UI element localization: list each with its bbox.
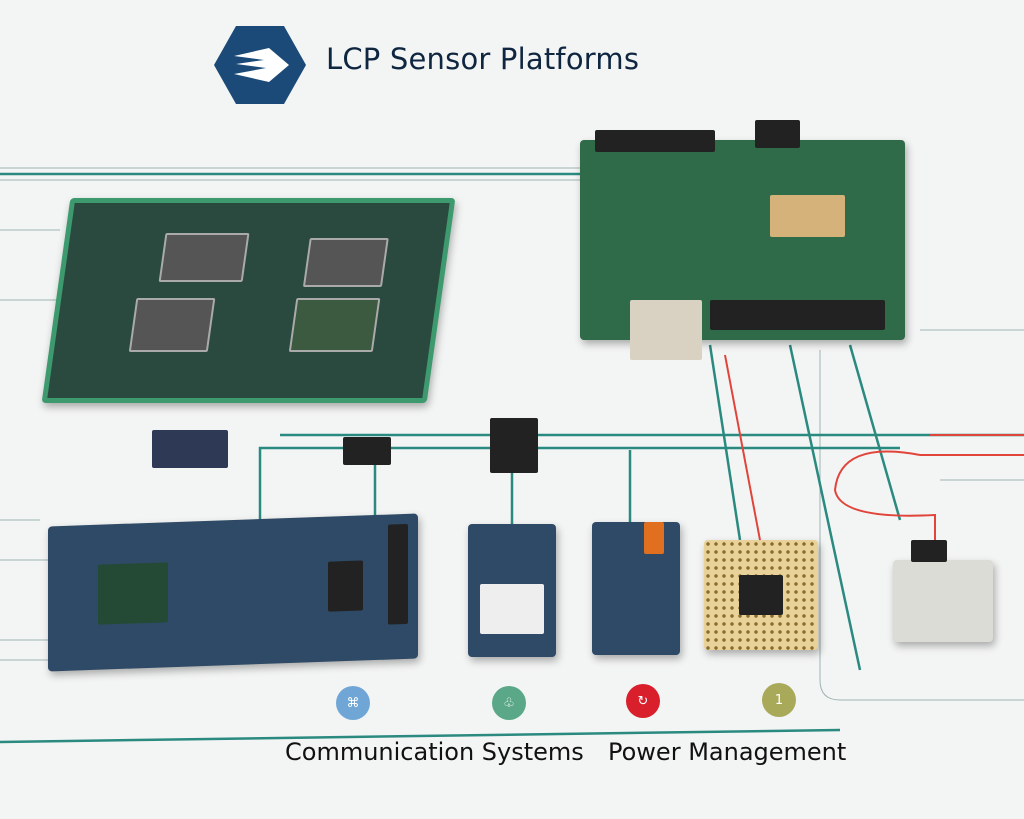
module-chip [98,562,168,625]
brand-name: LCP Sensor Platforms [326,42,640,76]
sensor-chip [128,298,216,352]
label-communication-systems: Communication Systems [285,738,584,766]
communication-pcb [48,513,418,672]
pin-header [710,300,885,330]
pin-header [388,523,408,625]
processor-chip [770,195,845,237]
bga-chip [739,575,783,615]
ic-chip [328,560,363,612]
header-connector [755,120,800,148]
gas-sensor-module [893,540,993,642]
power-cycle-icon: ↻ [626,684,660,718]
tree-icon: ♧ [492,686,526,720]
sensor-cap [911,540,947,562]
sensor-chip [302,238,389,287]
small-pcb-usb [468,524,556,657]
network-icon: ⌘ [336,686,370,720]
orange-switch [644,522,664,554]
header-connector [595,130,715,152]
main-controller-pcb [580,120,905,360]
sensor-module [630,300,702,360]
hexagon-logo-icon [214,26,306,104]
relay-component [343,437,391,465]
label-power-management: Power Management [608,738,847,766]
sensor-chip [158,233,250,282]
usb-connector [480,584,544,634]
number-icon: 1 [762,683,796,717]
connector-component [152,430,228,468]
number-label: 1 [774,692,784,708]
small-pcb [592,522,680,655]
ic-component [490,418,538,473]
sensor-chip [288,298,381,352]
perfboard [704,540,818,650]
brand-logo [214,26,306,104]
sensor-pcb-large [41,198,456,403]
